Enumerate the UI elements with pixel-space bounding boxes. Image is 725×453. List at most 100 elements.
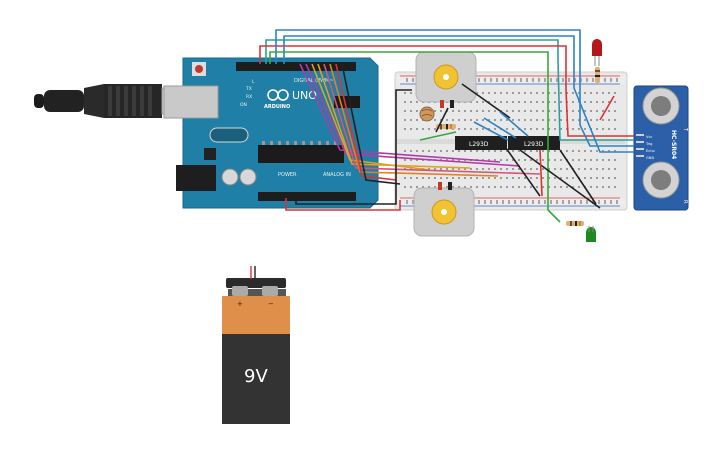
- resistor-green-led[interactable]: [566, 221, 584, 226]
- breadboard-hole: [542, 177, 544, 179]
- breadboard-hole: [488, 150, 490, 152]
- photoresistor[interactable]: [419, 106, 435, 122]
- breadboard-hole: [416, 159, 418, 161]
- breadboard-hole: [602, 92, 604, 94]
- breadboard-hole: [542, 128, 544, 130]
- breadboard-hole: [428, 177, 430, 179]
- power-label: POWER: [278, 172, 297, 178]
- breadboard-hole: [464, 177, 466, 179]
- breadboard-hole: [602, 119, 604, 121]
- breadboard-hole: [518, 186, 520, 188]
- hc-sr04-sensor[interactable]: T R HC-SR04 Vcc Trig Echo GND: [633, 85, 689, 211]
- breadboard-hole: [548, 92, 550, 94]
- breadboard-hole: [590, 168, 592, 170]
- breadboard-hole: [530, 186, 532, 188]
- breadboard-hole: [470, 168, 472, 170]
- breadboard-hole: [614, 150, 616, 152]
- sensor-pin-trig: Trig: [645, 142, 652, 146]
- breadboard-hole: [506, 159, 508, 161]
- breadboard-hole: [608, 150, 610, 152]
- breadboard-hole: [476, 119, 478, 121]
- breadboard-hole: [488, 128, 490, 130]
- breadboard-hole: [452, 150, 454, 152]
- breadboard-hole: [506, 101, 508, 103]
- usb-cable[interactable]: [34, 84, 185, 118]
- rail-hole: [412, 200, 414, 202]
- breadboard-hole: [590, 101, 592, 103]
- dc-motor-bottom[interactable]: [413, 182, 475, 237]
- breadboard-hole: [506, 177, 508, 179]
- rail-hole: [580, 78, 582, 80]
- breadboard-hole: [512, 119, 514, 121]
- breadboard-hole: [452, 119, 454, 121]
- breadboard-hole: [548, 159, 550, 161]
- rail-hole: [592, 78, 594, 80]
- breadboard-hole: [404, 119, 406, 121]
- sensor-pin-echo: Echo: [646, 149, 655, 153]
- breadboard-hole: [500, 101, 502, 103]
- power-jack: [176, 165, 216, 191]
- breadboard-hole: [488, 168, 490, 170]
- breadboard-hole: [602, 186, 604, 188]
- breadboard-hole: [572, 128, 574, 130]
- breadboard-hole: [410, 92, 412, 94]
- breadboard-hole: [476, 177, 478, 179]
- red-led[interactable]: [592, 39, 602, 66]
- green-led[interactable]: [586, 226, 596, 242]
- battery-9v[interactable]: + − 9V: [222, 266, 290, 424]
- breadboard-hole: [572, 119, 574, 121]
- motor-driver-chip-2[interactable]: L293D: [508, 136, 560, 150]
- digital-header[interactable]: [236, 62, 356, 71]
- breadboard-hole: [548, 150, 550, 152]
- rail-hole: [568, 78, 570, 80]
- breadboard-hole: [590, 119, 592, 121]
- breadboard-hole: [554, 177, 556, 179]
- breadboard-hole: [542, 101, 544, 103]
- rail-hole: [568, 200, 570, 202]
- breadboard-hole: [536, 110, 538, 112]
- breadboard-hole: [494, 128, 496, 130]
- breadboard-hole: [446, 150, 448, 152]
- breadboard-hole: [572, 110, 574, 112]
- breadboard-hole: [452, 168, 454, 170]
- rail-hole: [544, 200, 546, 202]
- rail-hole: [610, 200, 612, 202]
- breadboard-hole: [434, 186, 436, 188]
- resistor-red-led[interactable]: [595, 67, 600, 83]
- breadboard-hole: [578, 186, 580, 188]
- breadboard-hole: [530, 110, 532, 112]
- breadboard-hole: [416, 177, 418, 179]
- dc-motor-top[interactable]: [415, 51, 477, 108]
- rail-hole: [520, 80, 522, 82]
- breadboard-hole: [428, 168, 430, 170]
- breadboard-hole: [434, 150, 436, 152]
- breadboard-hole: [584, 101, 586, 103]
- breadboard-hole: [404, 128, 406, 130]
- rail-hole: [544, 202, 546, 204]
- breadboard-hole: [512, 92, 514, 94]
- rail-hole: [598, 200, 600, 202]
- breadboard-hole: [494, 101, 496, 103]
- breadboard-hole: [608, 159, 610, 161]
- breadboard-hole: [614, 186, 616, 188]
- battery-plus-label: +: [237, 300, 243, 308]
- on-led-label: ON: [240, 102, 247, 108]
- power-analog-header[interactable]: [258, 192, 356, 201]
- breadboard-hole: [554, 186, 556, 188]
- breadboard-hole: [500, 186, 502, 188]
- breadboard-hole: [410, 186, 412, 188]
- breadboard-hole: [614, 159, 616, 161]
- breadboard-hole: [608, 128, 610, 130]
- breadboard-hole: [524, 128, 526, 130]
- breadboard-hole: [440, 177, 442, 179]
- breadboard-hole: [488, 92, 490, 94]
- resistor-ldr[interactable]: [436, 124, 456, 129]
- motor-driver-chip-1[interactable]: L293D: [455, 136, 507, 150]
- breadboard-hole: [494, 92, 496, 94]
- breadboard-hole: [542, 110, 544, 112]
- breadboard-hole: [404, 150, 406, 152]
- rail-hole: [574, 78, 576, 80]
- breadboard-hole: [494, 119, 496, 121]
- breadboard-hole: [542, 168, 544, 170]
- breadboard-hole: [602, 168, 604, 170]
